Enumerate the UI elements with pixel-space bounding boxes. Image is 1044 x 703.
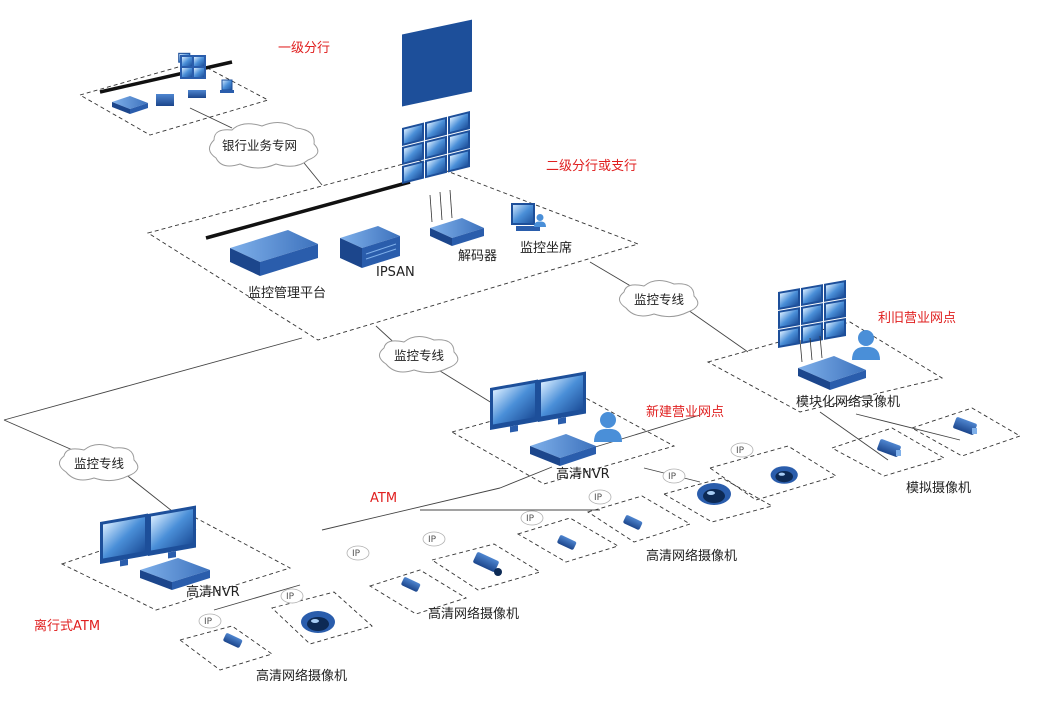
ip-marker-3: IP <box>588 489 612 505</box>
zone-boundaries <box>60 61 1022 671</box>
analog-camera-label: 模拟摄像机 <box>906 481 971 496</box>
decoder-icon <box>188 90 206 98</box>
dedicated-line-cloud-center: 监控专线 <box>379 336 459 374</box>
modular-dvr-device <box>798 356 866 390</box>
bullet-camera-offsite <box>223 633 243 648</box>
decoder-device <box>430 218 484 246</box>
ip-marker-4: IP <box>520 510 544 526</box>
bullet-camera-1 <box>623 515 643 530</box>
box-camera-atm <box>473 552 502 576</box>
user-icon <box>852 330 880 360</box>
bank-network-label: 银行业务专网 <box>222 138 297 153</box>
bullet-camera-2 <box>557 535 577 550</box>
ip-marker-1: IP <box>730 442 754 458</box>
storage-icon <box>156 94 174 106</box>
analog-camera-1 <box>877 439 901 457</box>
dedicated-line-cloud-left: 监控专线 <box>59 444 139 482</box>
modular-dvr-label: 模块化网络录像机 <box>796 394 900 410</box>
mgmt-platform-label: 监控管理平台 <box>248 286 326 301</box>
analog-camera-2 <box>953 417 977 435</box>
ip-marker-5: IP <box>422 531 446 547</box>
atm-label: ATM <box>370 491 397 506</box>
video-wall <box>402 19 472 107</box>
console-device <box>511 203 546 231</box>
operator-icon <box>594 412 622 442</box>
video-wall-small <box>178 52 206 79</box>
ip-marker-7: IP <box>280 588 304 604</box>
dedicated-line-left-label: 监控专线 <box>74 456 125 471</box>
level2-branch-group: 监控管理平台 IPSAN 解码器 监控坐席 二级分行或支行 <box>205 19 637 301</box>
offsite-atm-label: 离行式ATM <box>34 618 100 634</box>
svg-text:IP: IP <box>736 446 745 456</box>
dedicated-line-right-label: 监控专线 <box>634 292 685 307</box>
dedicated-line-cloud-right: 监控专线 <box>619 280 699 318</box>
reused-outlet-label: 利旧营业网点 <box>878 311 956 326</box>
ip-marker-6: IP <box>346 545 370 561</box>
nvr-atm-label: 高清NVR <box>186 584 240 600</box>
workstation-icon <box>220 79 234 93</box>
new-outlet-label: 新建营业网点 <box>646 404 724 420</box>
server-icon <box>112 96 148 114</box>
bullet-camera-atm <box>401 577 421 592</box>
video-wall-grid <box>402 111 470 184</box>
level1-branch-group: 一级分行 <box>99 41 330 114</box>
nvr-new-label: 高清NVR <box>556 466 610 482</box>
svg-text:IP: IP <box>352 549 361 559</box>
ip-marker-2: IP <box>662 468 686 484</box>
svg-text:IP: IP <box>428 535 437 545</box>
dome-camera-atm <box>301 611 335 633</box>
dome-camera-1 <box>697 483 731 505</box>
svg-text:IP: IP <box>526 514 535 524</box>
decoder-label: 解码器 <box>458 249 497 264</box>
ip-marker-8: IP <box>198 613 222 629</box>
dedicated-line-center-label: 监控专线 <box>394 348 445 363</box>
svg-text:IP: IP <box>668 472 677 482</box>
atm-group: ATM IP IP 高清网络摄像机 <box>346 491 519 622</box>
level2-branch-label: 二级分行或支行 <box>546 159 637 174</box>
reused-outlet-group: 利旧营业网点 模块化网络录像机 模拟摄像机 <box>778 280 977 496</box>
nvr-device-atm <box>140 558 210 590</box>
nvr-device-new <box>530 434 596 466</box>
svg-text:IP: IP <box>204 617 213 627</box>
bank-network-cloud: 银行业务专网 <box>209 122 319 169</box>
ipsan-label: IPSAN <box>376 265 415 280</box>
dome-camera-2 <box>770 466 798 484</box>
ipsan-device <box>340 226 400 268</box>
offsite-atm-group: 高清NVR 离行式ATM IP IP 高清网络摄像机 <box>34 505 347 684</box>
new-outlet-group: 新建营业网点 高清NVR 高清网络摄像机 IP IP IP IP <box>490 371 798 564</box>
svg-text:IP: IP <box>286 592 295 602</box>
hd-cam-atm-label: 高清网络摄像机 <box>428 606 519 622</box>
svg-text:IP: IP <box>594 493 603 503</box>
hd-cam-offsite-label: 高清网络摄像机 <box>256 668 347 684</box>
console-label: 监控坐席 <box>520 240 572 256</box>
level1-branch-label: 一级分行 <box>278 41 330 56</box>
mgmt-platform-device <box>230 230 318 276</box>
hd-cam-outlet-label: 高清网络摄像机 <box>646 548 737 564</box>
reused-video-wall <box>778 280 846 348</box>
